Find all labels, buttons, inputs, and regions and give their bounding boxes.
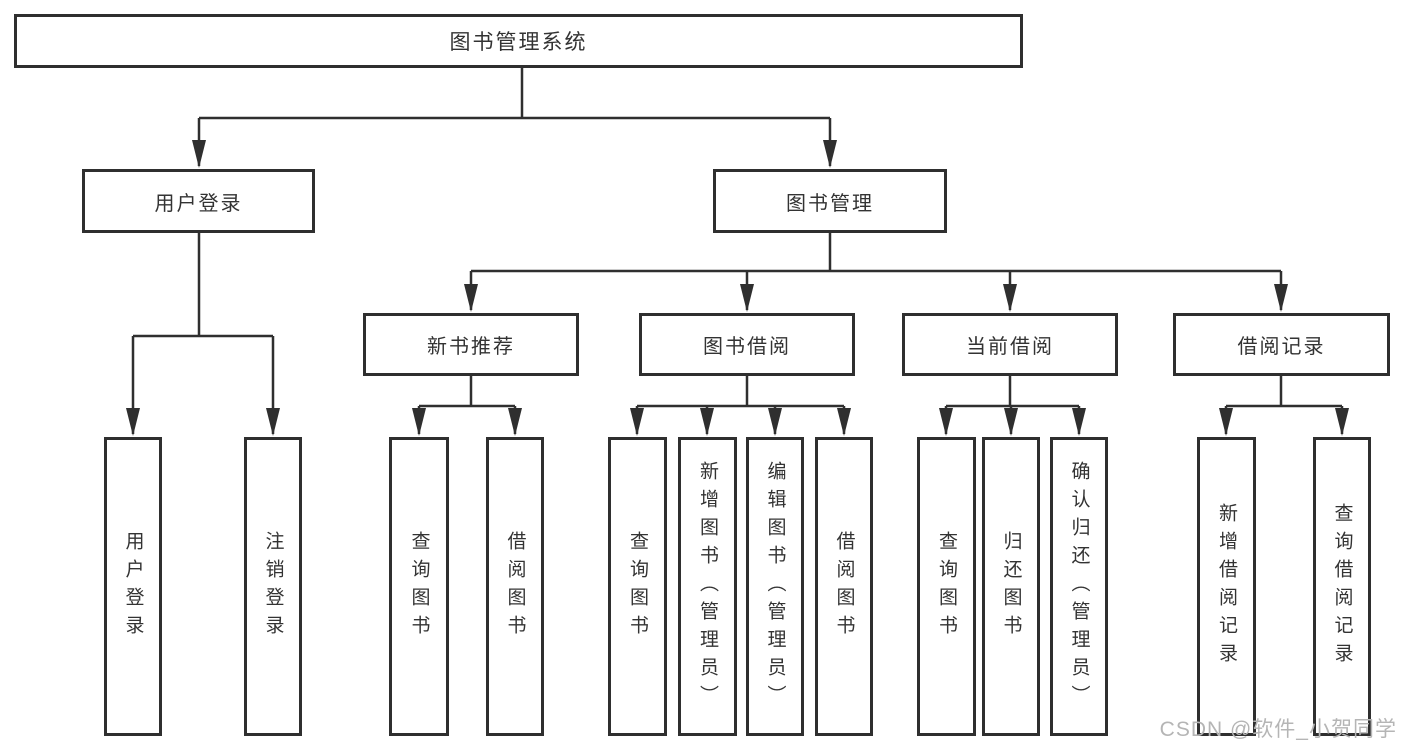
leaf-borrow-books-recommend: 借阅图书: [486, 437, 544, 736]
leaf-query-borrow-record: 查询借阅记录: [1313, 437, 1371, 736]
leaf-query-borrow-record-label: 查询借阅记录: [1331, 502, 1353, 671]
leaf-query-books-recommend: 查询图书: [389, 437, 449, 736]
node-new-book-recommend: 新书推荐: [363, 313, 579, 376]
node-user-login-label: 用户登录: [154, 192, 243, 215]
leaf-query-books-recommend-label: 查询图书: [408, 530, 430, 643]
leaf-return-books-label: 归还图书: [1000, 530, 1022, 643]
leaf-add-borrow-record: 新增借阅记录: [1197, 437, 1256, 736]
node-book-management: 图书管理: [713, 169, 947, 233]
leaf-add-borrow-record-label: 新增借阅记录: [1216, 502, 1237, 671]
leaf-borrow-books-recommend-label: 借阅图书: [504, 530, 526, 643]
leaf-query-books-current: 查询图书: [917, 437, 976, 736]
leaf-query-books-borrow: 查询图书: [608, 437, 667, 736]
node-root-label: 图书管理系统: [449, 31, 588, 54]
node-borrow-records-label: 借阅记录: [1237, 336, 1326, 358]
node-borrow-records: 借阅记录: [1173, 313, 1390, 376]
node-root: 图书管理系统: [14, 14, 1023, 68]
leaf-add-books-admin-label: 新增图书（管理员）: [697, 460, 718, 713]
leaf-query-books-borrow-label: 查询图书: [627, 530, 648, 643]
node-book-borrow: 图书借阅: [639, 313, 855, 376]
leaf-user-login: 用户登录: [104, 437, 162, 736]
leaf-add-books-admin: 新增图书（管理员）: [678, 437, 737, 736]
csdn-watermark: CSDN @软件_小贺同学: [1159, 718, 1397, 741]
leaf-logout: 注销登录: [244, 437, 302, 736]
node-current-borrow: 当前借阅: [902, 313, 1118, 376]
leaf-edit-books-admin-label: 编辑图书（管理员）: [764, 460, 786, 713]
leaf-borrow-books: 借阅图书: [815, 437, 873, 736]
leaf-borrow-books-label: 借阅图书: [833, 530, 855, 643]
leaf-query-books-current-label: 查询图书: [936, 530, 957, 643]
node-book-borrow-label: 图书借阅: [703, 336, 791, 358]
leaf-confirm-return-admin: 确认归还（管理员）: [1050, 437, 1108, 736]
leaf-edit-books-admin: 编辑图书（管理员）: [746, 437, 804, 736]
node-new-book-recommend-label: 新书推荐: [427, 336, 515, 358]
node-current-borrow-label: 当前借阅: [966, 336, 1054, 358]
leaf-logout-label: 注销登录: [262, 530, 284, 643]
leaf-user-login-label: 用户登录: [122, 530, 144, 643]
leaf-confirm-return-admin-label: 确认归还（管理员）: [1068, 460, 1090, 713]
leaf-return-books: 归还图书: [982, 437, 1040, 736]
node-book-management-label: 图书管理: [786, 192, 874, 215]
node-user-login: 用户登录: [82, 169, 315, 233]
